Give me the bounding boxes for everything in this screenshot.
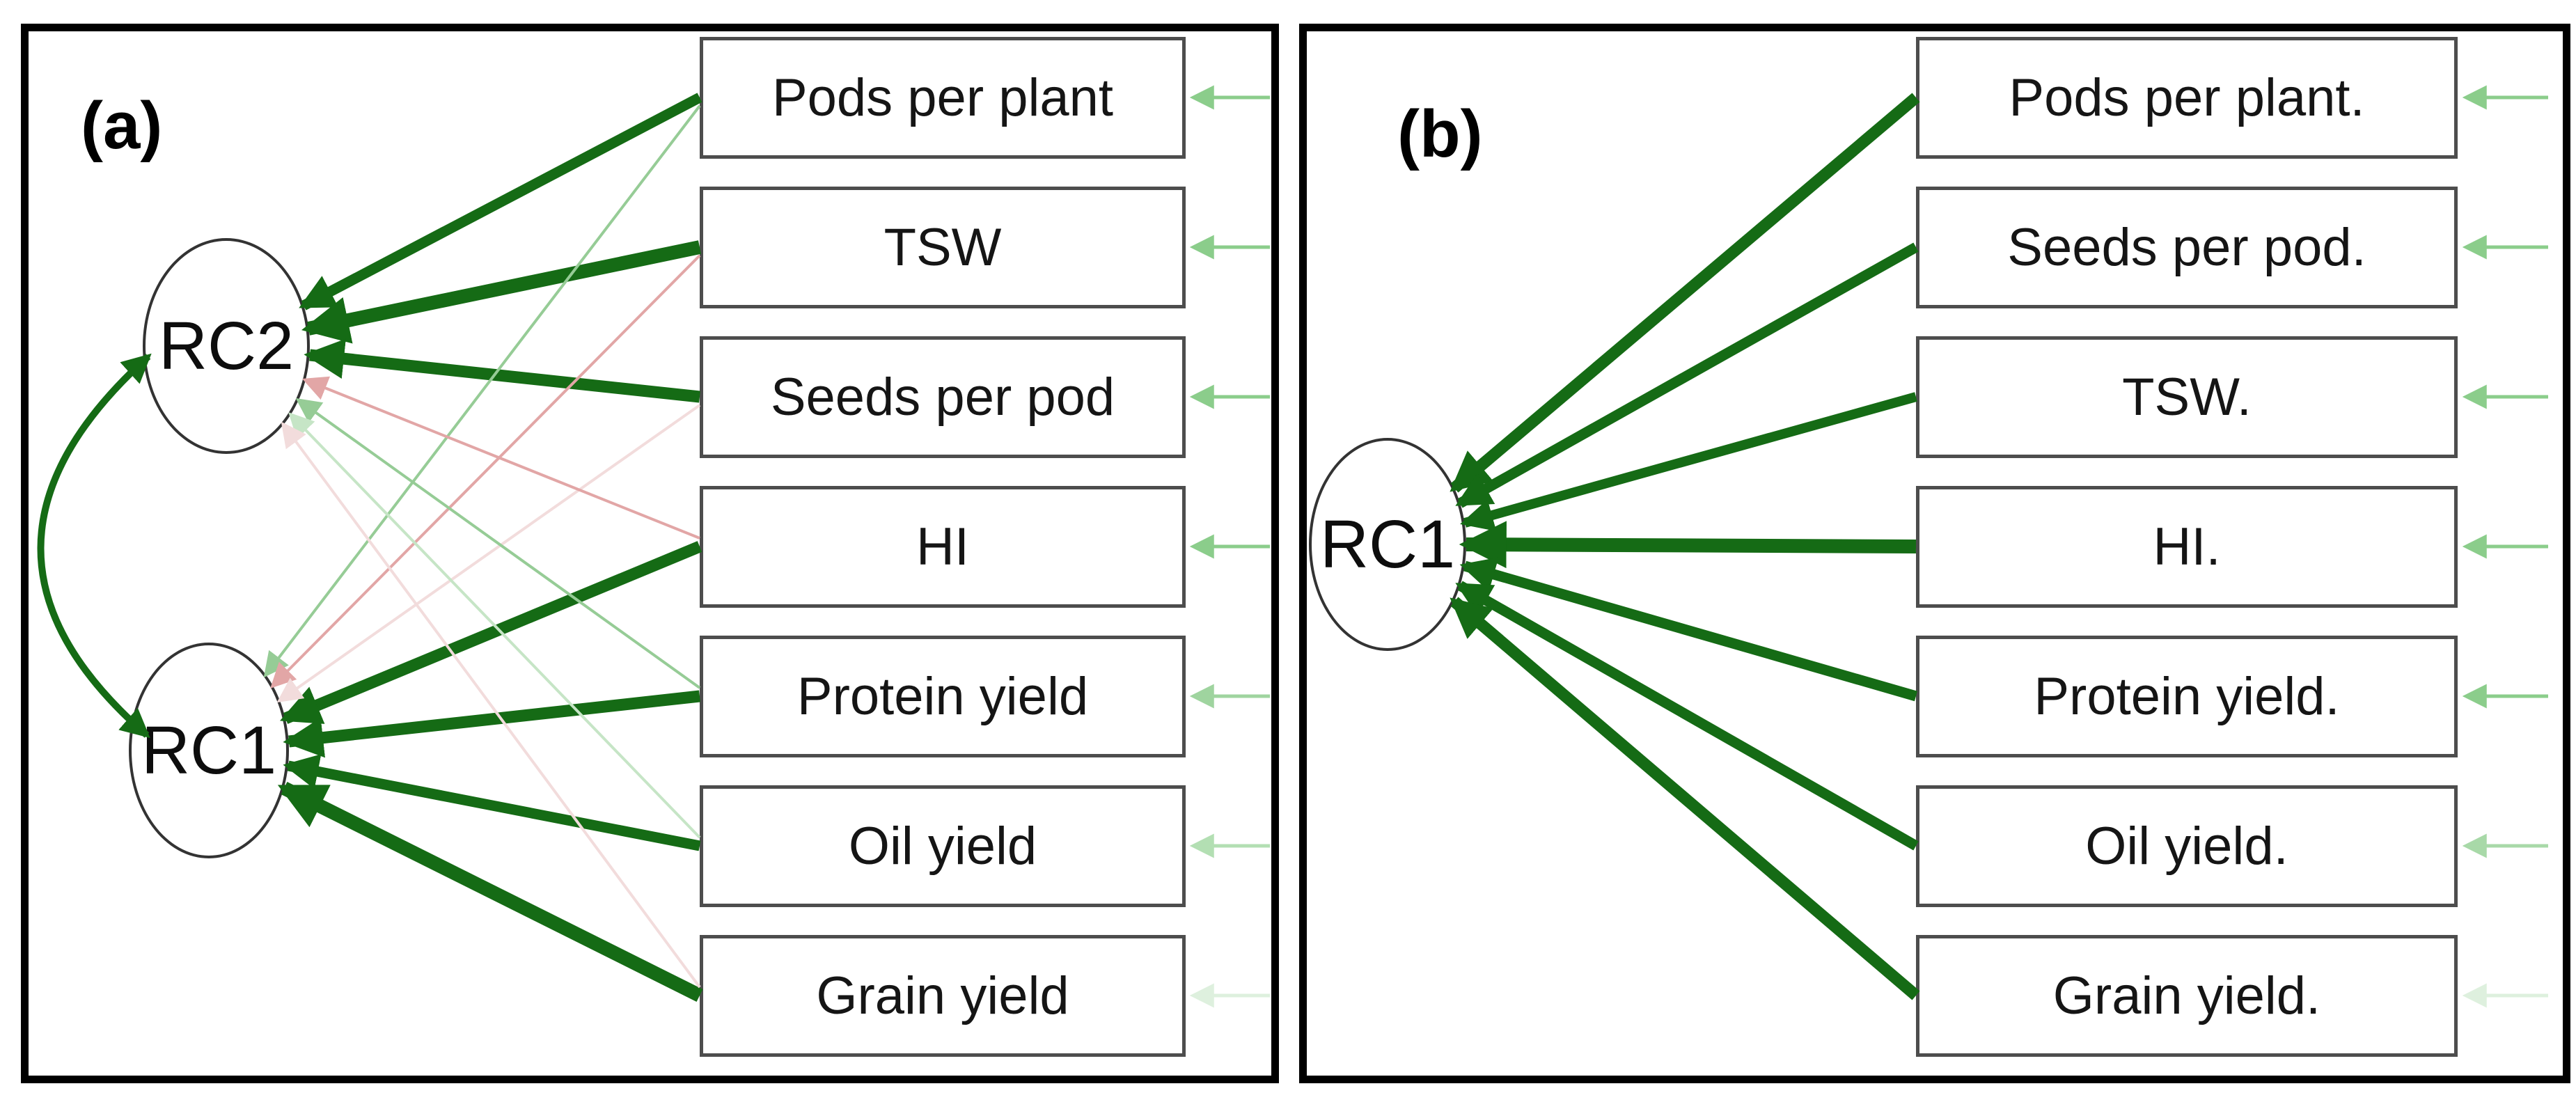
indicator-label: HI.	[2153, 517, 2221, 576]
indicator-box-a-5: Protein yield	[700, 636, 1186, 757]
latent-node-b-rc1: RC1	[1309, 438, 1466, 651]
indicator-box-a-6: Oil yield	[700, 785, 1186, 907]
latent-label: RC1	[141, 712, 277, 788]
indicator-box-b-1: Pods per plant.	[1916, 37, 2458, 159]
indicator-box-b-5: Protein yield.	[1916, 636, 2458, 757]
indicator-box-a-2: TSW	[700, 187, 1186, 308]
indicator-label: Protein yield.	[2034, 667, 2340, 726]
indicator-box-a-1: Pods per plant	[700, 37, 1186, 159]
indicator-label: Grain yield.	[2052, 966, 2321, 1025]
indicator-box-b-3: TSW.	[1916, 336, 2458, 458]
latent-node-a-rc2: RC2	[143, 238, 310, 454]
indicator-label: Seeds per pod	[770, 368, 1115, 427]
indicator-label: Oil yield.	[2085, 817, 2288, 876]
indicator-label: Pods per plant	[771, 68, 1114, 127]
indicator-label: Pods per plant.	[2009, 68, 2365, 127]
latent-label: RC1	[1319, 506, 1456, 582]
indicator-label: Grain yield	[816, 966, 1069, 1025]
indicator-box-b-4: HI.	[1916, 486, 2458, 608]
latent-label: RC2	[158, 308, 294, 384]
indicator-label: Seeds per pod.	[2007, 218, 2366, 277]
indicator-box-a-4: HI	[700, 486, 1186, 608]
indicator-box-b-2: Seeds per pod.	[1916, 187, 2458, 308]
latent-node-a-rc1: RC1	[129, 643, 289, 858]
indicator-label: Oil yield	[848, 817, 1037, 876]
indicator-box-a-7: Grain yield	[700, 935, 1186, 1057]
indicator-label: TSW	[883, 218, 1002, 277]
indicator-label: Protein yield	[796, 667, 1089, 726]
panel-label-a: (a)	[81, 88, 163, 163]
indicator-box-a-3: Seeds per pod	[700, 336, 1186, 458]
indicator-box-b-7: Grain yield.	[1916, 935, 2458, 1057]
indicator-label: TSW.	[2122, 368, 2252, 427]
indicator-label: HI	[916, 517, 969, 576]
panel-label-b: (b)	[1397, 97, 1483, 171]
indicator-box-b-6: Oil yield.	[1916, 785, 2458, 907]
